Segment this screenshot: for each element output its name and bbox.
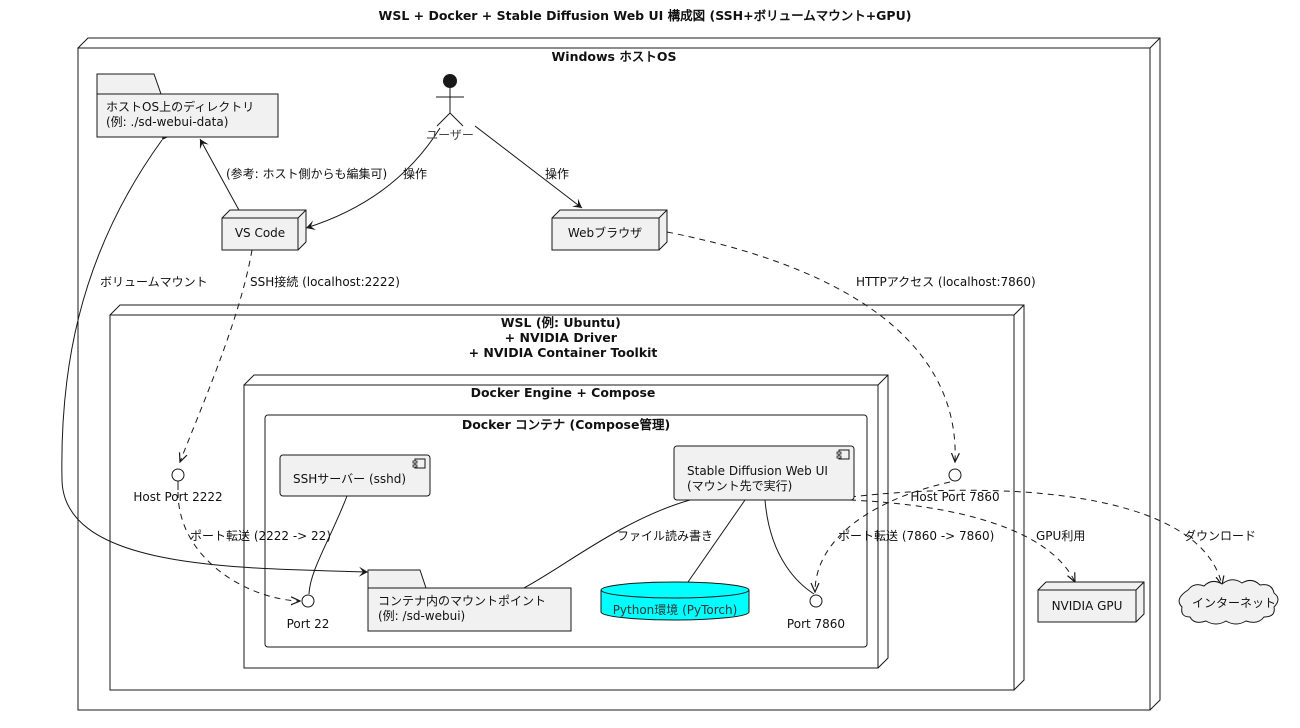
edge-label-http: HTTPアクセス (localhost:7860)	[856, 275, 1036, 289]
edge-label-download: ダウンロード	[1184, 528, 1256, 543]
user-actor[interactable]: ユーザー	[426, 74, 474, 142]
edge-volume-mount	[61, 129, 369, 577]
nvidia-gpu-node[interactable]: NVIDIA GPU	[1037, 581, 1145, 623]
container-mount-line2: (例: /sd-webui)	[378, 609, 465, 623]
host-directory-label: ホストOS上のディレクトリ (例: ./sd-webui-data)	[106, 99, 258, 129]
host-port-7860-interface: Host Port 7860	[910, 468, 1000, 504]
port-7860-interface: Port 7860	[787, 594, 845, 631]
docker-engine-label: Docker Engine + Compose	[471, 385, 656, 400]
component-icon	[414, 458, 426, 469]
edge-forward-web	[815, 481, 951, 592]
sd-webui-label: Stable Diffusion Web UI (マウント先で実行)	[687, 464, 832, 493]
wsl-label: WSL (例: Ubuntu) + NVIDIA Driver + NVIDIA…	[469, 315, 658, 360]
edge-label-forward-ssh: ポート転送 (2222 -> 22)	[190, 528, 331, 543]
component-icon	[838, 449, 850, 460]
port-7860-label: Port 7860	[787, 617, 845, 631]
edge-file-rw	[519, 499, 691, 591]
edge-label-gpu-use: GPU利用	[1036, 529, 1085, 543]
host-port-2222-label: Host Port 2222	[133, 490, 222, 504]
python-env-label: Python環境 (PyTorch)	[613, 602, 738, 617]
container-mount-folder[interactable]: コンテナ内のマウントポイント (例: /sd-webui)	[367, 569, 572, 632]
wsl-label-line1: WSL (例: Ubuntu)	[501, 315, 621, 330]
user-actor-icon	[443, 74, 457, 88]
vscode-node[interactable]: VS Code	[221, 209, 307, 251]
port-22-interface: Port 22	[287, 594, 330, 631]
edge-sshd-port22	[308, 495, 348, 595]
host-directory-line1: ホストOS上のディレクトリ	[106, 99, 254, 114]
edge-label-ssh: SSH接続 (localhost:2222)	[250, 274, 400, 289]
edge-label-op-browser: 操作	[545, 166, 569, 181]
host-port-2222-interface: Host Port 2222	[133, 468, 223, 504]
edge-label-ref-edit: (参考: ホスト側からも編集可)	[226, 166, 387, 181]
edge-gpu-use	[849, 499, 1075, 582]
user-actor-label: ユーザー	[426, 128, 474, 142]
edge-sd-python	[687, 499, 746, 583]
edge-ssh	[180, 249, 253, 462]
wsl-label-line3: + NVIDIA Container Toolkit	[469, 345, 658, 360]
vscode-label: VS Code	[235, 226, 285, 240]
edge-label-forward-web: ポート転送 (7860 -> 7860)	[838, 528, 994, 543]
edge-download	[849, 489, 1222, 585]
sd-webui-line1: Stable Diffusion Web UI	[687, 464, 828, 478]
edge-user-browser	[474, 125, 583, 209]
docker-container-label: Docker コンテナ (Compose管理)	[462, 417, 670, 432]
sd-webui-line2: (マウント先で実行)	[687, 478, 792, 493]
edge-sd-port7860	[764, 499, 815, 595]
edge-label-volume-mount: ボリュームマウント	[100, 275, 208, 289]
nvidia-gpu-label: NVIDIA GPU	[1052, 599, 1123, 613]
internet-label: インターネット	[1192, 596, 1276, 610]
edge-label-file-rw: ファイル読み書き	[617, 528, 713, 543]
python-env-database[interactable]: Python環境 (PyTorch)	[600, 581, 750, 621]
sd-webui-component[interactable]: Stable Diffusion Web UI (マウント先で実行)	[673, 445, 855, 501]
ssh-server-label: SSHサーバー (sshd)	[293, 472, 406, 486]
host-port-7860-label: Host Port 7860	[910, 490, 999, 504]
internet-cloud[interactable]: インターネット	[1178, 579, 1279, 625]
host-directory-line2: (例: ./sd-webui-data)	[106, 115, 228, 129]
web-browser-node[interactable]: Webブラウザ	[551, 209, 668, 251]
diagram-title: WSL + Docker + Stable Diffusion Web UI 構…	[379, 8, 912, 23]
edge-label-op-vscode: 操作	[403, 166, 427, 181]
container-mount-line1: コンテナ内のマウントポイント	[378, 594, 546, 608]
edge-forward-ssh	[177, 491, 300, 601]
ssh-server-component[interactable]: SSHサーバー (sshd)	[279, 454, 431, 497]
wsl-label-line2: + NVIDIA Driver	[505, 330, 618, 345]
container-mount-label: コンテナ内のマウントポイント (例: /sd-webui)	[378, 594, 550, 623]
host-directory-folder[interactable]: ホストOS上のディレクトリ (例: ./sd-webui-data)	[96, 73, 279, 138]
web-browser-label: Webブラウザ	[568, 225, 642, 240]
windows-host-label: Windows ホストOS	[552, 49, 677, 64]
port-22-label: Port 22	[287, 617, 330, 631]
